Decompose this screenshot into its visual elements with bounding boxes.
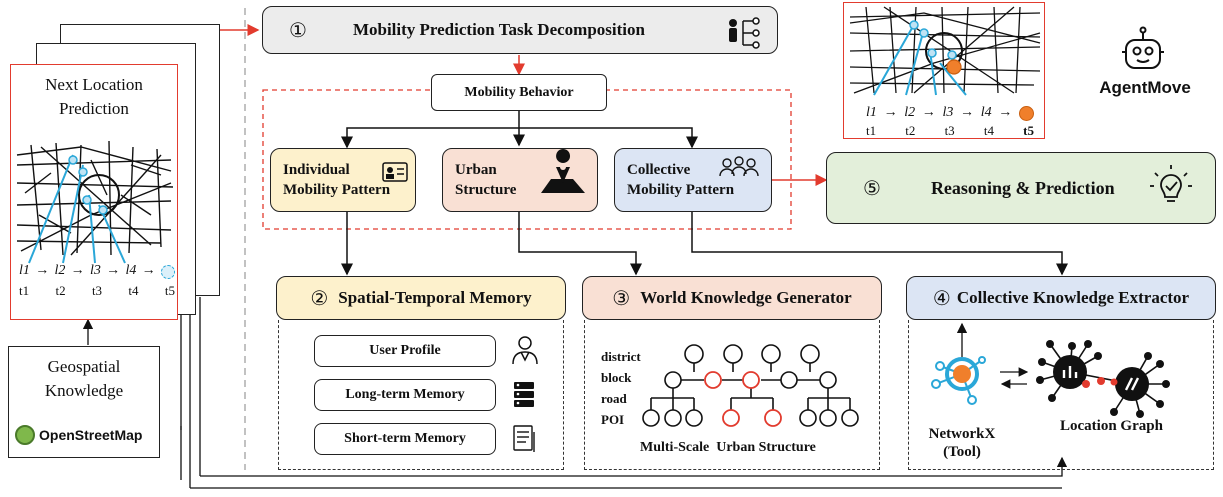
short-term-memory-label: Short-term Memory — [344, 431, 466, 446]
predicted-location-dot — [1018, 105, 1034, 121]
long-term-memory-item: Long-term Memory — [314, 379, 496, 411]
top-seq-l1: l1 — [866, 105, 877, 120]
seq-l3: l3 — [89, 263, 101, 278]
agentmove-title: AgentMove — [1099, 78, 1191, 97]
step2-spatial-temporal-memory: ② Spatial-Temporal Memory — [276, 276, 566, 320]
networkx-line1: NetworkX — [928, 426, 996, 442]
map-pin-icon — [541, 149, 585, 193]
step2-content-area — [278, 320, 564, 470]
step4-label: Collective Knowledge Extractor — [956, 288, 1190, 307]
seq-l2: l2 — [54, 263, 66, 278]
step3-number: ③ — [612, 287, 631, 310]
step1-number: ① — [289, 19, 307, 42]
step1-task-decomposition: ① Mobility Prediction Task Decomposition — [262, 6, 778, 54]
time-t3: t3 — [91, 283, 103, 298]
top-seq-l2: l2 — [904, 105, 916, 120]
user-profile-item: User Profile — [314, 335, 496, 367]
step4-number: ④ — [932, 287, 951, 310]
geo-line1: Geospatial — [47, 357, 121, 376]
predicted-map-panel: l1→ l2→ l3→ l4→ t1 t2 t3 t4 t5 — [843, 2, 1045, 139]
step1-label: Mobility Prediction Task Decomposition — [352, 20, 645, 39]
step2-number: ② — [310, 287, 329, 310]
time-t1: t1 — [19, 283, 30, 298]
urban-structure-box: Urban Structure — [442, 148, 598, 212]
step5-reasoning-prediction: ⑤ Reasoning & Prediction — [826, 152, 1216, 224]
osm-label: OpenStreetMap — [39, 427, 143, 443]
seq-l1: l1 — [19, 263, 30, 278]
top-time-t1: t1 — [866, 123, 877, 138]
top-time-t2: t2 — [905, 123, 916, 138]
level-poi: POI — [601, 412, 625, 427]
osm-magnifier-icon — [15, 425, 35, 445]
collective-line2: Mobility Pattern — [627, 182, 735, 198]
panel-title-line1: Next Location — [45, 75, 143, 94]
next-location-panel: Next Location Prediction l1→ l2→ l3→ l4→… — [10, 64, 178, 320]
time-t5: t5 — [164, 283, 175, 298]
level-road: road — [601, 391, 627, 406]
urban-line1: Urban — [455, 162, 497, 178]
city-map-illustration — [16, 140, 174, 264]
step4-collective-knowledge-extractor: ④ Collective Knowledge Extractor — [906, 276, 1216, 320]
seq-l4: l4 — [125, 263, 137, 278]
individual-line2: Mobility Pattern — [283, 182, 391, 198]
tree-caption: Multi-Scale Urban Structure — [640, 440, 816, 455]
agentmove-brand: AgentMove — [1080, 18, 1210, 128]
geospatial-knowledge-box: Geospatial Knowledge OpenStreetMap — [8, 346, 160, 458]
top-time-t5: t5 — [1023, 123, 1034, 138]
step4-content-area — [908, 320, 1214, 470]
top-seq-l3: l3 — [942, 105, 954, 120]
networkx-line2: (Tool) — [943, 444, 981, 460]
long-term-memory-label: Long-term Memory — [345, 387, 465, 402]
top-time-t4: t4 — [983, 123, 994, 138]
hierarchy-icon — [729, 17, 760, 49]
top-time-t3: t3 — [944, 123, 955, 138]
time-t4: t4 — [128, 283, 139, 298]
step5-label: Reasoning & Prediction — [930, 177, 1115, 198]
top-seq-l4: l4 — [980, 105, 992, 120]
geo-line2: Knowledge — [44, 381, 124, 400]
time-t2: t2 — [55, 283, 66, 298]
location-graph-label: Location Graph — [1060, 418, 1163, 434]
collective-mobility-box: Collective Mobility Pattern — [614, 148, 772, 212]
mobility-behavior-label: Mobility Behavior — [464, 84, 574, 100]
step3-world-knowledge-generator: ③ World Knowledge Generator — [582, 276, 882, 320]
step3-label: World Knowledge Generator — [640, 288, 852, 307]
collective-line1: Collective — [627, 162, 691, 178]
predicted-city-map — [849, 6, 1041, 96]
user-profile-label: User Profile — [369, 343, 441, 358]
level-block: block — [601, 370, 632, 385]
mobility-behavior-box: Mobility Behavior — [431, 74, 607, 111]
step3-content-area — [584, 320, 880, 470]
seq-target-dot — [160, 265, 175, 279]
group-people-icon — [719, 156, 759, 177]
step5-number: ⑤ — [863, 177, 881, 200]
short-term-memory-item: Short-term Memory — [314, 423, 496, 455]
individual-mobility-box: Individual Mobility Pattern — [270, 148, 416, 212]
level-district: district — [601, 349, 641, 364]
panel-title-line2: Prediction — [59, 99, 129, 118]
robot-icon — [1122, 26, 1164, 69]
step2-label: Spatial-Temporal Memory — [338, 288, 532, 307]
lightbulb-icon — [1150, 165, 1192, 202]
id-card-icon — [382, 162, 408, 182]
individual-line1: Individual — [283, 162, 350, 178]
urban-line2: Structure — [455, 182, 517, 198]
